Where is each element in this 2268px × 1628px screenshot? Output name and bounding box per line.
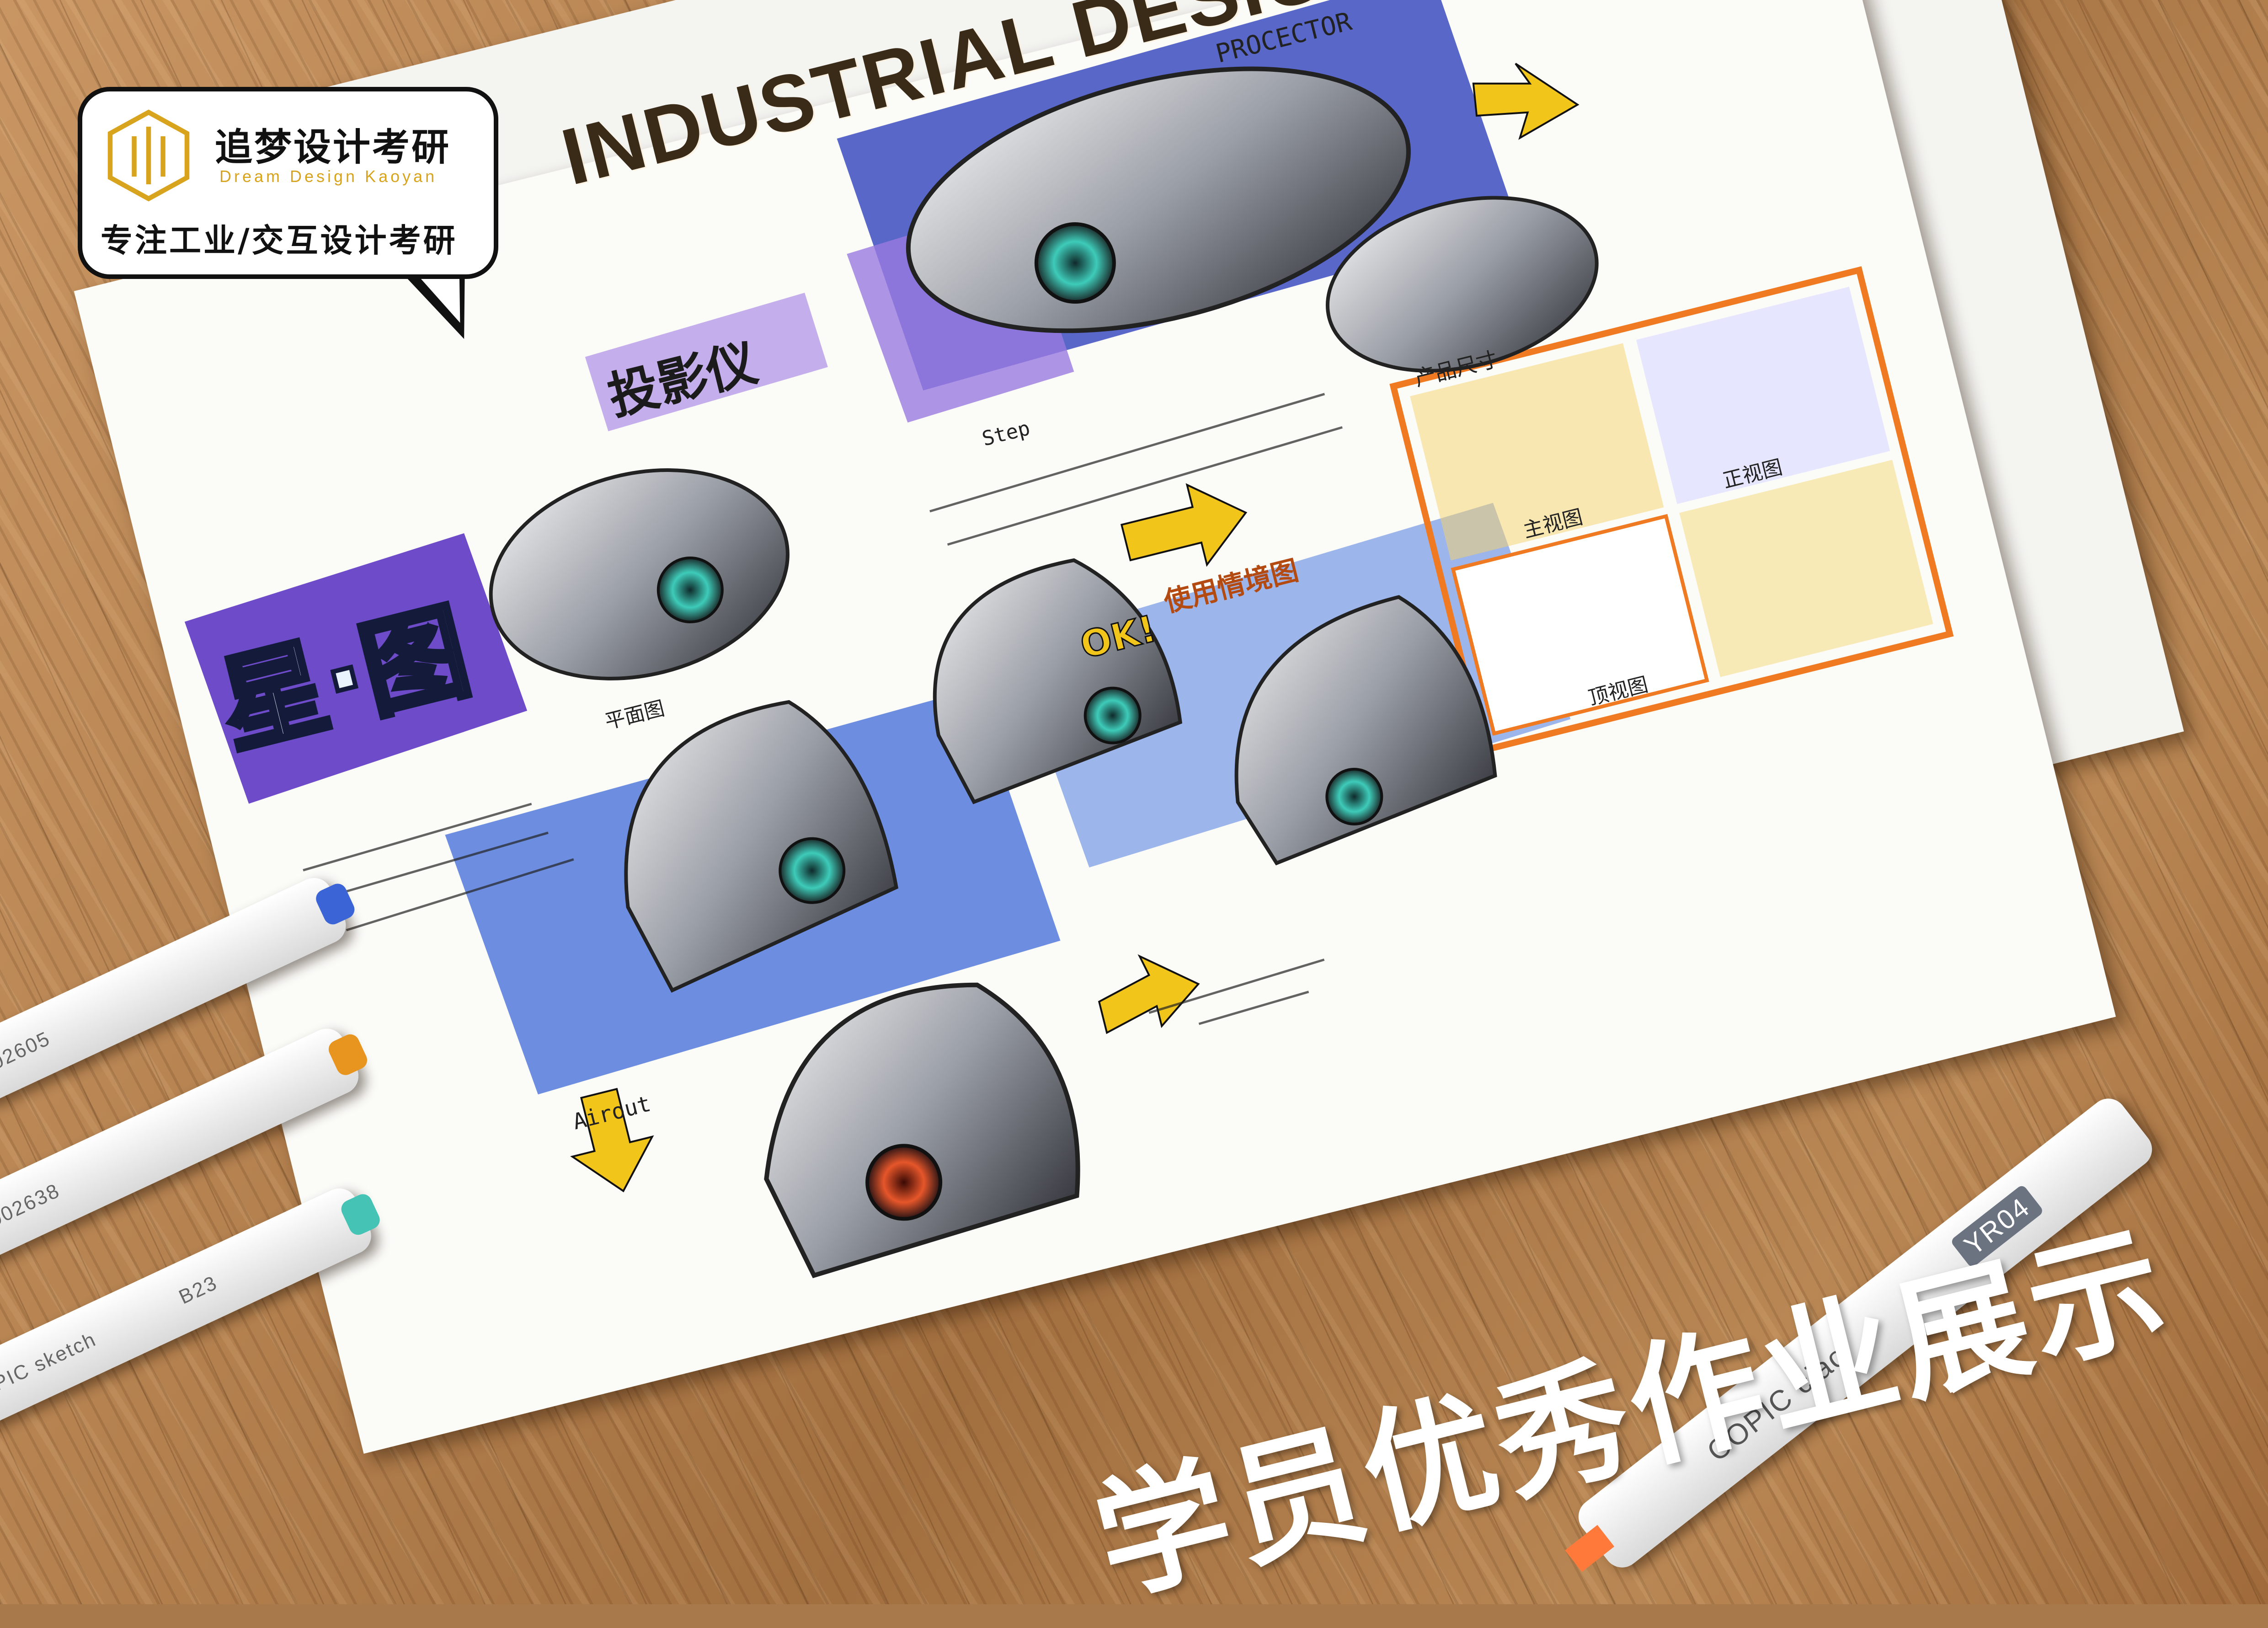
brand-logo-icon	[107, 109, 190, 202]
projector-sketch-egg	[489, 468, 790, 680]
marker-teal-code: B23	[175, 1271, 221, 1309]
projector-sketch-bottom	[764, 982, 1080, 1279]
projector-sketch-main	[906, 66, 1411, 333]
brand-bubble: 追梦设计考研 Dream Design Kaoyan 专注工业/交互设计考研	[78, 87, 498, 279]
right-lens	[1325, 768, 1383, 826]
projector-lens	[1034, 222, 1116, 304]
subtitle-block	[585, 293, 828, 432]
yellow-arrow-4	[1098, 954, 1200, 1034]
sketch-paper: 星·图 投影仪 PROCECTOR 使用情境图 OK! 产品尺寸 主视图 正视图…	[74, 0, 2116, 1454]
projector-sketch-side	[1325, 196, 1599, 373]
yellow-arrow-2	[1120, 483, 1248, 567]
bottom-lens	[865, 1144, 943, 1221]
brand-title: 追梦设计考研	[215, 126, 451, 169]
construction-lines	[303, 393, 1343, 1025]
view-box-3	[1451, 514, 1709, 736]
view-box-4	[1679, 460, 1933, 677]
view-box-2	[1636, 287, 1890, 504]
view-box-1	[1410, 343, 1664, 561]
brand-slogan: 专注工业/交互设计考研	[101, 222, 458, 259]
projector-sketch-left	[624, 700, 899, 993]
yellow-arrow-3	[570, 1087, 654, 1193]
title-block	[184, 533, 528, 804]
center-lens	[1083, 686, 1142, 744]
egg-lens	[656, 556, 724, 623]
marker-blue-code: 002605	[0, 1027, 54, 1080]
brand-subtitle: Dream Design Kaoyan	[219, 167, 438, 186]
left-lens	[779, 837, 846, 904]
sketch-artwork	[184, 0, 1954, 1279]
projector-sketch-right	[1234, 595, 1497, 866]
yellow-arrow-1	[1472, 63, 1580, 140]
views-frame	[1389, 266, 1954, 754]
